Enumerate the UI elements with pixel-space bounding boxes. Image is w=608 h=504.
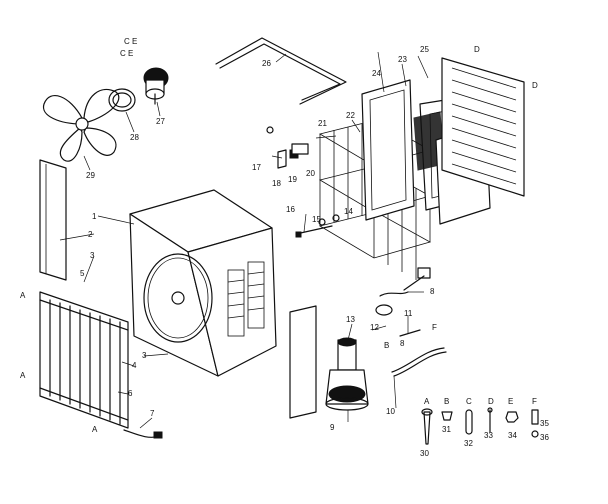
key-letter-a: A	[424, 397, 430, 406]
callout-23: 23	[398, 55, 407, 64]
cabinet-housing	[129, 189, 277, 377]
cabinet-side-louvers	[227, 261, 265, 337]
callout-25: 25	[420, 45, 429, 54]
key-letter-e: E	[508, 397, 513, 406]
right-panel	[289, 305, 317, 419]
callout-1: 1	[92, 212, 97, 221]
callout-29: 29	[86, 171, 95, 180]
front-grille	[39, 291, 129, 429]
callout-3-bottom: 3	[142, 351, 147, 360]
fan-blade	[42, 88, 120, 162]
letter-ce-mid: C E	[120, 49, 133, 58]
callout-10: 10	[386, 407, 395, 416]
letter-f: F	[432, 323, 437, 332]
callout-14: 14	[344, 207, 353, 216]
rear-grilles	[441, 57, 525, 197]
side-panel	[39, 159, 67, 281]
callout-11: 11	[404, 309, 413, 318]
motor	[143, 67, 169, 105]
callout-30: 30	[420, 449, 429, 458]
fastener-key	[421, 407, 539, 445]
callout-6: 6	[128, 389, 133, 398]
callout-32: 32	[464, 439, 473, 448]
carry-handle	[215, 37, 347, 105]
callout-22: 22	[346, 111, 355, 120]
callout-20: 20	[306, 169, 315, 178]
callout-labels: 1 2 3 3 4 5 6 7 8 8 9 10 11 12 13 14 15 …	[20, 37, 549, 458]
callout-36: 36	[540, 433, 549, 442]
pump	[325, 337, 369, 411]
callout-21: 21	[318, 119, 327, 128]
grille-louvers	[49, 299, 121, 425]
callout-27: 27	[156, 117, 165, 126]
callout-19: 19	[288, 175, 297, 184]
small-hardware	[266, 126, 340, 238]
letter-a1: A	[20, 291, 26, 300]
callout-33: 33	[484, 431, 493, 440]
power-cord	[123, 429, 163, 439]
callout-8: 8	[430, 287, 435, 296]
callout-9: 9	[330, 423, 335, 432]
letter-d2: D	[532, 81, 538, 90]
callout-2: 2	[88, 230, 93, 239]
callout-17: 17	[252, 163, 261, 172]
callout-8b: 8	[400, 339, 405, 348]
hoses-tubing	[375, 267, 447, 377]
callout-31: 31	[442, 425, 451, 434]
letter-d1: D	[474, 45, 480, 54]
letter-b: B	[384, 341, 389, 350]
key-letter-c: C	[466, 397, 472, 406]
letter-a3: A	[92, 425, 98, 434]
key-letter-d: D	[488, 397, 494, 406]
callout-13: 13	[346, 315, 355, 324]
key-letter-b: B	[444, 397, 449, 406]
callout-5: 5	[80, 269, 85, 278]
callout-3-top: 3	[90, 251, 95, 260]
callout-24: 24	[372, 69, 381, 78]
callout-34: 34	[508, 431, 517, 440]
key-letter-f: F	[532, 397, 537, 406]
callout-4: 4	[132, 361, 137, 370]
retaining-ring	[108, 88, 136, 112]
letter-a2: A	[20, 371, 26, 380]
callout-15: 15	[312, 215, 321, 224]
callout-26: 26	[262, 59, 271, 68]
callout-12: 12	[370, 323, 379, 332]
callout-28: 28	[130, 133, 139, 142]
callout-7: 7	[150, 409, 155, 418]
letter-ce-top: C E	[124, 37, 137, 46]
leader-lines	[59, 51, 429, 429]
callout-35: 35	[540, 419, 549, 428]
callout-16: 16	[286, 205, 295, 214]
callout-18: 18	[272, 179, 281, 188]
